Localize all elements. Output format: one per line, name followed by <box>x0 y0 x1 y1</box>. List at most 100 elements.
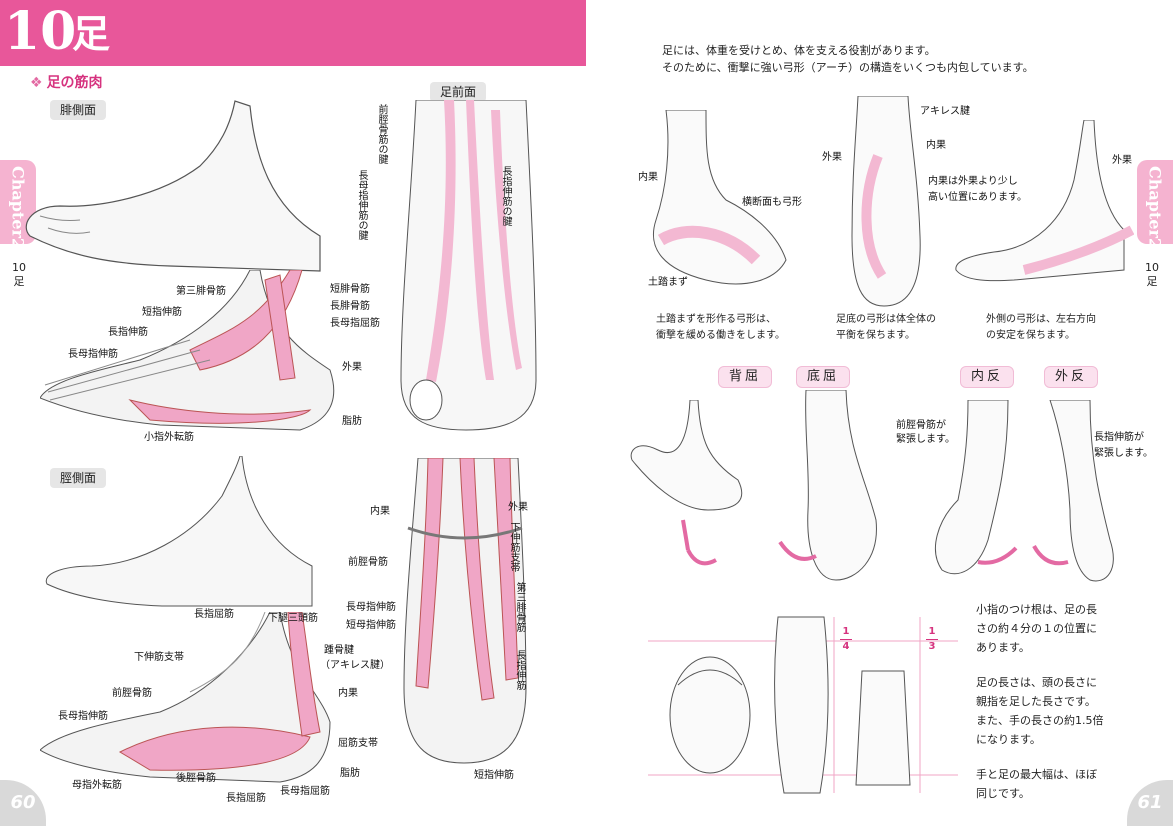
label-dorsal-extensor-retinaculum: 下伸筋支帯 <box>508 522 519 572</box>
intro-line-1: 足には、体重を受けとめ、体を支える役割があります。 <box>662 44 936 57</box>
section-title: ❖足の筋肉 <box>30 75 103 91</box>
label-arch-note-high2: 高い位置にあります。 <box>928 192 1027 203</box>
tag-inversion: 内反 <box>960 366 1015 388</box>
label-tibialis-anterior: 前脛骨筋 <box>112 688 152 699</box>
arch-sketch-inner <box>652 110 787 285</box>
label-arch-inner-malleolus: 内果 <box>638 172 658 183</box>
muscle-diagram-dorsal <box>403 458 527 764</box>
tag-dorsiflexion: 背屈 <box>718 366 773 388</box>
caption-3: 足底の弓形は体全体の <box>836 314 936 325</box>
label-fat-tibial: 脂肪 <box>340 768 360 779</box>
label-inferior-extensor-retinaculum: 下伸筋支帯 <box>134 652 184 663</box>
label-ext-digitorum-tendon: 長指伸筋の腱 <box>500 166 511 226</box>
third-num: 1 <box>928 626 936 637</box>
fibular-side-label: 腓側面 <box>50 100 107 120</box>
label-arch-inner2: 内果 <box>926 140 946 151</box>
motion-sketch-dorsiflexion <box>630 400 743 566</box>
label-achilles-tendon: （アキレス腱） <box>320 660 390 671</box>
foot-sketch-medial <box>45 456 313 607</box>
caption-4: 平衡を保ちます。 <box>836 330 915 341</box>
label-fibularis-longus: 長腓骨筋 <box>330 301 370 312</box>
chapter-side-tab-right: Chapter2 <box>1137 160 1173 249</box>
tag-eversion: 外反 <box>1044 366 1099 388</box>
note-3: 手と足の最大幅は、ほぼ同じです。 <box>976 768 1097 800</box>
note-2: 足の長さは、頭の長さに親指を足した長さです。また、手の長さの約1.5倍になります… <box>976 676 1104 746</box>
label-tibialis-anterior-tendon: 前脛骨筋の腱 <box>376 104 387 164</box>
foot-sketch-lateral <box>25 100 321 272</box>
motion-sketch-inversion <box>935 400 1018 575</box>
chapter-header-band <box>0 0 586 66</box>
diamond-icon: ❖ <box>30 75 43 91</box>
intro-line-2: そのために、衝撃に強い弓形（アーチ）の構造をいくつも内包しています。 <box>662 61 1034 74</box>
arch-sketch-sole <box>851 96 921 307</box>
fraction-third: 1 3 <box>926 626 938 653</box>
tibial-side-label: 脛側面 <box>50 468 107 488</box>
caption-inner-arch: 土踏まずを形作る弓形は、 衝撃を緩める働きをします。 <box>656 312 806 344</box>
quarter-num: 1 <box>842 626 850 637</box>
label-dorsal-medial-malleolus: 内果 <box>370 506 390 517</box>
label-abductor-hallucis: 母指外転筋 <box>72 780 122 791</box>
arch-sketch-outer <box>955 120 1134 282</box>
motion-note-4: 緊張します。 <box>1094 448 1153 459</box>
label-dorsal-lateral-malleolus: 外果 <box>508 502 528 513</box>
label-dorsal-ext-hallucis-longus: 長母指伸筋 <box>346 602 396 613</box>
label-third-fibularis: 第三腓骨筋 <box>176 286 226 297</box>
label-dorsal-ext-digitorum-longus: 長指伸筋 <box>514 650 525 690</box>
label-arch-ball: 土踏まず <box>648 277 688 288</box>
label-calcaneal-tendon: 踵骨腱 <box>324 645 354 656</box>
third-den: 3 <box>928 641 936 652</box>
caption-5: 外側の弓形は、左右方向 <box>986 314 1096 325</box>
intro-text: 足には、体重を受けとめ、体を支える役割があります。 そのために、衝撃に強い弓形（… <box>662 42 1062 76</box>
foot-front-label: 足前面 <box>430 82 487 102</box>
chapter-side-label: Chapter2 <box>8 166 28 250</box>
label-lateral-malleolus: 外果 <box>342 362 362 373</box>
proportion-sketches <box>648 616 958 794</box>
label-flexor-digitorum-longus-top: 長指屈筋 <box>194 609 234 620</box>
label-arch-outer: 外果 <box>822 152 842 163</box>
label-ext-hallucis-longus-tibial: 長母指伸筋 <box>58 711 108 722</box>
motion-sketch-plantarflexion <box>778 390 877 581</box>
label-arch-cross-section: 横断面も弓形 <box>742 197 802 208</box>
label-flexor-retinaculum: 屈筋支帯 <box>338 738 378 749</box>
caption-2: 衝撃を緩める働きをします。 <box>656 330 785 341</box>
caption-outer-arch: 外側の弓形は、左右方向 の安定を保ちます。 <box>986 312 1136 344</box>
index-number-left: 10 <box>12 261 26 274</box>
caption-sole-arch: 足底の弓形は体全体の 平衡を保ちます。 <box>836 312 986 344</box>
caption-1: 土踏まずを形作る弓形は、 <box>656 314 776 325</box>
caption-6: の安定を保ちます。 <box>986 330 1075 341</box>
label-medial-malleolus: 内果 <box>338 688 358 699</box>
label-abductor-digiti-minimi: 小指外転筋 <box>144 432 194 443</box>
motion-note-2: 緊張します。 <box>896 434 955 445</box>
chapter-title: 足 <box>72 12 111 56</box>
index-label-left: 足 <box>13 275 25 288</box>
label-triceps-surae: 下腿三頭筋 <box>268 613 318 624</box>
label-ext-hallucis-longus: 長母指伸筋 <box>68 349 118 360</box>
muscle-diagram-tibial <box>40 612 331 783</box>
motion-note-3: 長指伸筋が <box>1094 432 1144 443</box>
label-ext-digitorum-brevis: 短指伸筋 <box>142 307 182 318</box>
label-flexor-hallucis-longus-tibial: 長母指屈筋 <box>280 786 330 797</box>
label-fibularis-brevis: 短腓骨筋 <box>330 284 370 295</box>
note-1: 小指のつけ根は、足の長さの約４分の１の位置にあります。 <box>976 603 1097 654</box>
chapter-side-label-right: Chapter2 <box>1145 166 1165 250</box>
label-tibialis-posterior: 後脛骨筋 <box>176 773 216 784</box>
chapter-number: 10 <box>4 1 77 62</box>
label-dorsal-ext-hallucis-brevis: 短母指伸筋 <box>346 620 396 631</box>
label-ext-digitorum-longus: 長指伸筋 <box>108 327 148 338</box>
label-dorsal-ext-digitorum-brevis: 短指伸筋 <box>474 770 514 781</box>
tag-plantarflexion: 底屈 <box>796 366 851 388</box>
fraction-quarter: 1 4 <box>840 626 852 653</box>
motion-sketch-eversion <box>1032 400 1114 582</box>
muscle-diagram-fibular <box>40 270 335 431</box>
motion-note-1: 前脛骨筋が <box>896 420 946 431</box>
foot-sketch-front <box>400 100 537 431</box>
label-dorsal-tibialis-anterior: 前脛骨筋 <box>348 557 388 568</box>
index-number-right: 10 <box>1145 261 1159 274</box>
label-arch-outer2: 外果 <box>1112 155 1132 166</box>
label-fat: 脂肪 <box>342 416 362 427</box>
label-arch-note-high: 内果は外果より少し <box>928 176 1018 187</box>
label-dorsal-third-fibularis: 第三腓骨筋 <box>514 582 525 632</box>
label-arch-achilles: アキレス腱 <box>920 106 970 117</box>
page-number-right: 61 <box>1127 780 1173 826</box>
label-flexor-hallucis-longus: 長母指屈筋 <box>330 318 380 329</box>
